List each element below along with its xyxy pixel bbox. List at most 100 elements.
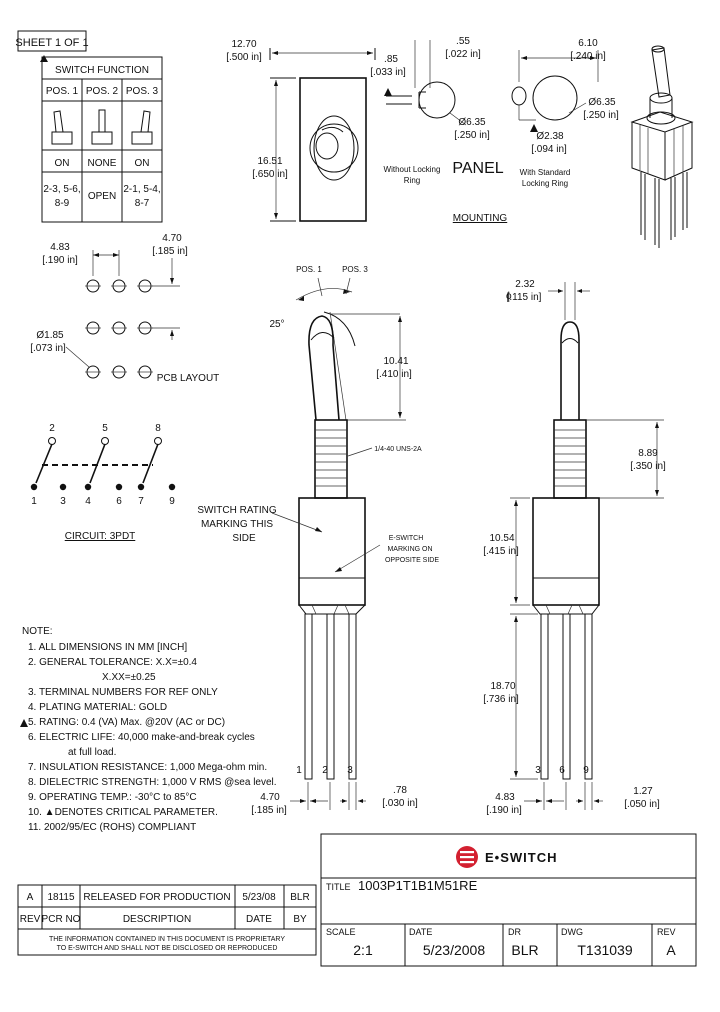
side-dim-470-in: [.185 in]: [251, 805, 287, 816]
scale-value: 2:1: [353, 942, 373, 958]
note-6-continued: at full load.: [68, 747, 116, 758]
rating-note-line-1: SWITCH RATING: [197, 505, 276, 516]
front-dim-127-in: [.050 in]: [624, 799, 660, 810]
pcb-dim-483-in: [.190 in]: [42, 255, 78, 266]
drawing-title: 1003P1T1B1M51RE: [358, 878, 478, 893]
toggle-right-icon: [131, 110, 153, 145]
panel-caption-left-1: Without Locking: [384, 165, 441, 174]
pcb-hole-size-in: [.073 in]: [30, 343, 66, 354]
front-view: ϕ 2.32 [.115 in] 8.89 [.350 in]: [334, 279, 666, 816]
panel-dim-085: .85: [384, 54, 398, 65]
top-width-in: [.500 in]: [226, 52, 262, 63]
sheet-number: SHEET 1 OF 1: [15, 37, 88, 49]
company-name: E•SWITCH: [485, 850, 558, 865]
rev-row-date: 5/23/08: [242, 892, 276, 903]
note-8: 8. DIELECTRIC STRENGTH: 1,000 V RMS @sea…: [28, 777, 277, 788]
critical-triangle-icon: [20, 719, 28, 727]
rev-label: REV: [657, 927, 676, 937]
connection-pos-1-line-1: 2-3, 5-6,: [43, 184, 80, 195]
dwg-value: T131039: [577, 942, 632, 958]
rev-row-rev: A: [27, 892, 34, 903]
toggle-center-icon: [91, 109, 113, 145]
rev-row-pcr: 18115: [47, 892, 75, 903]
toggle-left-icon: [51, 110, 73, 145]
note-9: 9. OPERATING TEMP.: -30°C to 85°C: [28, 792, 197, 803]
top-view: 12.70 [.500 in] 16.51 [.650 in]: [226, 39, 376, 222]
panel-label: PANEL: [452, 160, 503, 177]
circuit-label: CIRCUIT: 3PDT: [65, 531, 136, 542]
pcb-dim-470-in: [.185 in]: [152, 246, 188, 257]
connection-pos-2: OPEN: [88, 191, 116, 202]
top-height-in: [.650 in]: [252, 169, 288, 180]
panel-dim-610: 6.10: [578, 38, 598, 49]
side-terminal-2: 2: [322, 765, 328, 776]
pcb-layout-label: PCB LAYOUT: [157, 373, 220, 384]
panel-dim-055-in: [.022 in]: [445, 49, 481, 60]
note-11: 11. 2002/95/EC (ROHS) COMPLIANT: [28, 822, 196, 833]
eswitch-note-line-2: MARKING ON: [387, 546, 432, 553]
side-terminal-3: 3: [347, 765, 353, 776]
rev-header-description: DESCRIPTION: [123, 914, 191, 925]
circuit-top-8: 8: [155, 423, 161, 434]
panel-hole1: Ø6.35: [458, 117, 486, 128]
note-5: 5. RATING: 0.4 (VA) Max. @20V (AC or DC): [28, 717, 225, 728]
rating-note-line-2: MARKING THIS: [201, 519, 273, 530]
circuit-bottom-1: 1: [31, 496, 37, 507]
disclaimer-line-2: TO E-SWITCH AND SHALL NOT BE DISCLOSED O…: [57, 945, 278, 952]
front-terminal-6: 6: [559, 765, 565, 776]
side-dim-470: 4.70: [260, 792, 280, 803]
side-view: POS. 1 POS. 3 25° 10.41 [.410 in]: [197, 265, 422, 816]
front-dim-232-in: [.115 in]: [507, 292, 542, 303]
pcb-hole-grid: [85, 279, 153, 379]
rev-header-rev: REV: [20, 914, 41, 925]
panel-caption-right-2: Locking Ring: [522, 179, 568, 188]
side-dim-078: .78: [393, 785, 407, 796]
front-dim-232: 2.32: [515, 279, 535, 290]
top-height-mm: 16.51: [257, 156, 282, 167]
panel-dim-610-in: [.240 in]: [570, 51, 606, 62]
rating-note-line-3: SIDE: [232, 533, 256, 544]
panel-hole2-in: [.250 in]: [583, 110, 619, 121]
side-dim-078-in: [.030 in]: [382, 798, 418, 809]
date-value: 5/23/2008: [423, 942, 485, 958]
rev-row-description: RELEASED FOR PRODUCTION: [83, 892, 230, 903]
panel-hole3: Ø2.38: [536, 131, 564, 142]
front-terminal-3: 3: [535, 765, 541, 776]
front-terminal-9: 9: [583, 765, 589, 776]
connection-pos-3-line-2: 8-7: [135, 198, 150, 209]
pcb-dim-470: 4.70: [162, 233, 182, 244]
circuit-top-2: 2: [49, 423, 55, 434]
circuit-bottom-9: 9: [169, 496, 175, 507]
front-dim-1054-in: [.415 in]: [483, 546, 519, 557]
disclaimer-line-1: THE INFORMATION CONTAINED IN THIS DOCUME…: [49, 936, 285, 943]
eswitch-note-line-1: E-SWITCH: [389, 535, 424, 542]
front-dim-483: 4.83: [495, 792, 515, 803]
panel-hole1-in: [.250 in]: [454, 130, 490, 141]
pcb-layout: 4.83 [.190 in] 4.70 [.185 in] Ø1.85 [.07…: [30, 233, 219, 384]
note-3: 3. TERMINAL NUMBERS FOR REF ONLY: [28, 687, 218, 698]
front-dim-483-in: [.190 in]: [486, 805, 522, 816]
front-dim-889: 8.89: [638, 448, 658, 459]
circuit-bottom-3: 3: [60, 496, 66, 507]
note-6: 6. ELECTRIC LIFE: 40,000 make-and-break …: [28, 732, 255, 743]
side-pos3: POS. 3: [342, 265, 368, 274]
revision-table: A 18115 RELEASED FOR PRODUCTION 5/23/08 …: [17, 884, 317, 956]
note-1: 1. ALL DIMENSIONS IN MM [INCH]: [28, 642, 187, 653]
dr-label: DR: [508, 927, 521, 937]
panel-hole-without-ring: [418, 81, 456, 119]
state-pos-1: ON: [55, 158, 70, 169]
title-label: TITLE: [326, 882, 351, 892]
critical-triangle-icon: [384, 88, 392, 96]
note-10: 10. ▲DENOTES CRITICAL PARAMETER.: [28, 807, 218, 818]
circuit-bottom-6: 6: [116, 496, 122, 507]
circuit-bottom-4: 4: [85, 496, 91, 507]
panel-hole2: Ø6.35: [588, 97, 616, 108]
circuit-top-5: 5: [102, 423, 108, 434]
dwg-label: DWG: [561, 927, 583, 937]
side-dim-1041: 10.41: [383, 356, 408, 367]
side-thread-spec: 1/4-40 UNS-2A: [374, 446, 422, 453]
switch-function-title: SWITCH FUNCTION: [55, 65, 149, 76]
front-dim-1870: 18.70: [490, 681, 515, 692]
pos-2-header: POS. 2: [86, 86, 119, 97]
